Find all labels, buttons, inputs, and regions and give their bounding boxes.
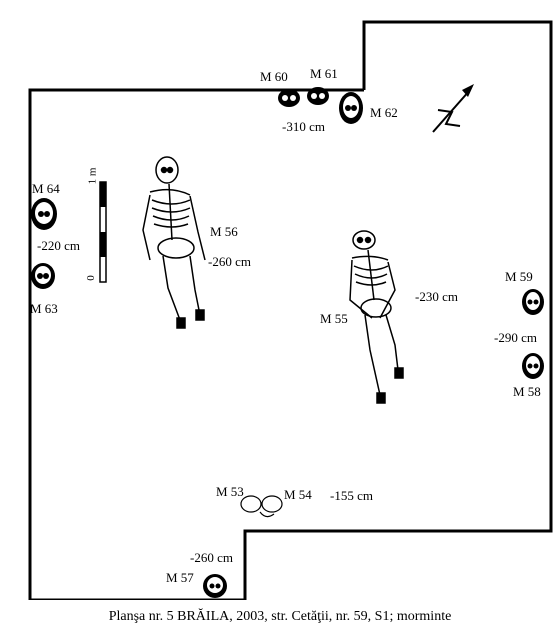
- scale-bar: [99, 181, 107, 283]
- label-m54: M 54: [284, 487, 312, 502]
- depth-m62: -310 cm: [282, 119, 325, 134]
- skeleton-m55: [349, 230, 404, 404]
- label-m55: M 55: [320, 311, 348, 326]
- label-m58: M 58: [513, 384, 541, 399]
- depth-m55: -230 cm: [415, 289, 458, 304]
- skull-icon-m57: [203, 574, 227, 598]
- label-m53: M 53: [216, 484, 244, 499]
- skull-icon-m58: [522, 353, 544, 379]
- trench-outline: [28, 20, 553, 600]
- figure-caption: Planşa nr. 5 BRĂILA, 2003, str. Cetăţii,…: [108, 609, 452, 624]
- depth-m54: -155 cm: [330, 488, 373, 503]
- label-m62: M 62: [370, 105, 398, 120]
- scale-top-label: 1 m: [86, 167, 99, 185]
- label-m59: M 59: [505, 269, 533, 284]
- depth-m59: -290 cm: [494, 330, 537, 345]
- depth-m64: -220 cm: [37, 238, 80, 253]
- label-m57: M 57: [166, 570, 194, 585]
- skull-icon-m60: [278, 89, 300, 107]
- label-m60: M 60: [260, 69, 288, 84]
- skull-icon-m59: [522, 289, 544, 315]
- label-m63: M 63: [30, 301, 58, 316]
- skull-fragments-m53-m54: [240, 495, 283, 518]
- depth-m57: -260 cm: [190, 550, 233, 565]
- skull-icon-m61: [307, 87, 329, 105]
- label-m56: M 56: [210, 224, 238, 239]
- skull-icons: [31, 87, 544, 598]
- skull-icon-m63: [31, 263, 55, 289]
- excavation-plan: [28, 20, 553, 600]
- skull-icon-m64: [31, 198, 57, 230]
- skeleton-m56: [142, 156, 206, 329]
- scale-bottom-label: 0: [84, 275, 97, 281]
- label-m64: M 64: [32, 181, 60, 196]
- north-arrow-icon: [432, 84, 474, 133]
- label-m61: M 61: [310, 66, 338, 81]
- skull-icon-m62: [339, 92, 363, 124]
- depth-m56: -260 cm: [208, 254, 251, 269]
